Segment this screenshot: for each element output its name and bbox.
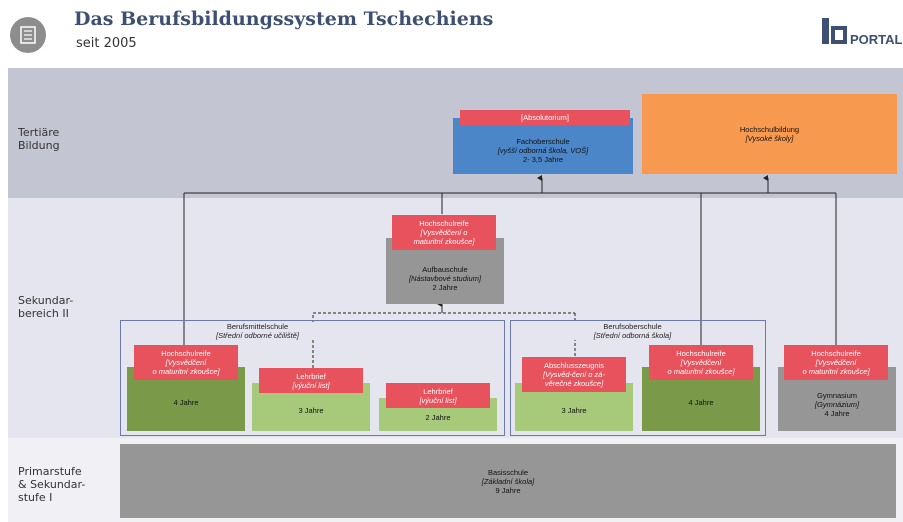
- absolutorium-cert: [Absolutorium]: [460, 110, 630, 125]
- level-label-primary: Primarstufe & Sekundar- stufe I: [18, 465, 86, 504]
- aufbau-cert-local2: maturitní zkoušce]: [413, 237, 475, 246]
- aufbauschule-duration: 2 Jahre: [432, 282, 458, 292]
- berufsoberschule-group: [510, 320, 766, 436]
- bq-portal-logo: PORTAL: [822, 14, 903, 53]
- berufsmittelschule-group: [120, 320, 505, 436]
- berufsoberschule-label: Berufsoberschule [Střední odborná škola]: [570, 322, 695, 340]
- basisschule-box: Basisschule [Základní škola] 9 Jahre: [120, 444, 896, 518]
- page-title: Das Berufsbildungssystem Tschechiens: [74, 8, 494, 30]
- fachoberschule-duration: 2- 3,5 Jahre: [522, 154, 564, 164]
- aufbauschule-local: [Nástavbové studium]: [408, 273, 482, 283]
- bms-col3-cert: Lehrbrief [výuční list]: [386, 383, 490, 408]
- fachoberschule-local: [vyšší odborná škola, VOŠ]: [497, 145, 589, 155]
- berufsmittelschule-label: Berufsmittelschule [Střední odborné učil…: [190, 322, 325, 340]
- building-icon: [10, 17, 46, 53]
- aufbau-cert-name: Hochschulreife: [419, 219, 469, 228]
- bos-col1-cert: Abschlusszeugnis [Vysvěd-čení o zá- věre…: [522, 357, 626, 392]
- aufbau-cert: Hochschulreife [Vysvědčení o maturitní z…: [392, 215, 496, 250]
- level-label-tertiary: Tertiäre Bildung: [18, 126, 60, 152]
- hochschulbildung-box: Hochschulbildung [Vysoké školy]: [642, 94, 897, 174]
- bms-col1-duration: 4 Jahre: [173, 397, 199, 407]
- absolutorium-label: [Absolutorium]: [521, 113, 569, 122]
- bms-col2-cert: Lehrbrief [výuční list]: [259, 368, 363, 393]
- bos-col2-cert: Hochschulreife [Vysvědčení o maturitní z…: [649, 345, 753, 380]
- aufbauschule-name: Aufbauschule: [422, 264, 468, 274]
- gymnasium-cert: Hochschulreife [Vysvědčení o maturitní z…: [784, 345, 888, 380]
- fachoberschule-box: Fachoberschule [vyšší odborná škola, VOŠ…: [453, 118, 633, 174]
- page-subtitle: seit 2005: [76, 36, 137, 51]
- fachoberschule-name: Fachoberschule: [516, 136, 570, 146]
- hochschulbildung-name: Hochschulbildung: [739, 125, 800, 134]
- svg-text:PORTAL: PORTAL: [850, 32, 903, 47]
- hochschulbildung-local: [Vysoké školy]: [745, 134, 794, 143]
- level-label-secondary: Sekundar- bereich II: [18, 294, 74, 320]
- aufbau-cert-local1: [Vysvědčení o: [420, 228, 468, 237]
- bms-col1-cert: Hochschulreife [Vysvědčení o maturitní z…: [134, 345, 238, 380]
